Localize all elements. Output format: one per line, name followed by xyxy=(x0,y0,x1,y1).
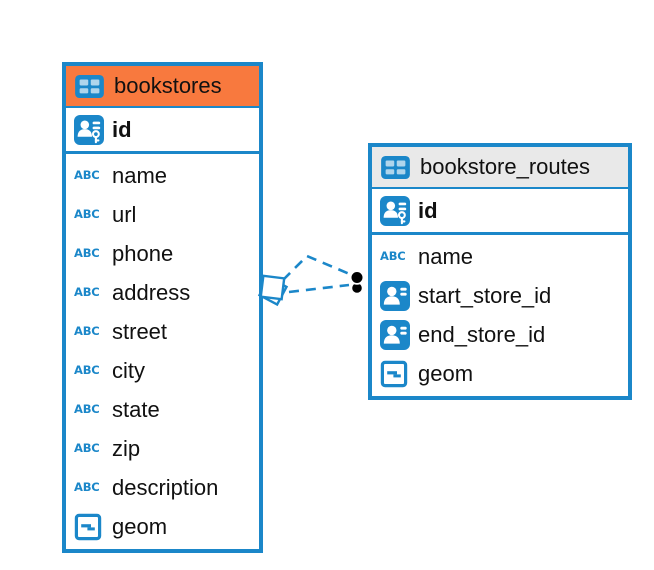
column-row-id[interactable]: id xyxy=(372,190,628,231)
text-type-icon: ABC xyxy=(74,284,100,299)
column-row-zip[interactable]: ABC zip xyxy=(66,429,259,468)
column-row-id[interactable]: id xyxy=(66,109,259,150)
column-row-state[interactable]: ABC state xyxy=(66,390,259,429)
geometry-type-icon xyxy=(380,360,410,388)
table-header-bookstore-routes[interactable]: bookstore_routes xyxy=(372,147,628,189)
table-icon xyxy=(75,74,105,98)
table-title: bookstores xyxy=(114,73,222,98)
relationship-line-upper[interactable] xyxy=(282,254,353,281)
table-bookstore-routes[interactable]: bookstore_routes id ABC name start_store_i… xyxy=(368,143,632,400)
target-handle-dot-upper xyxy=(349,270,365,285)
text-type-icon: ABC xyxy=(74,167,100,182)
text-type-icon: ABC xyxy=(74,440,100,455)
column-name-label: geom xyxy=(112,513,168,539)
text-type-icon: ABC xyxy=(74,362,100,377)
table-header-bookstores[interactable]: bookstores xyxy=(66,66,259,108)
text-type-icon: ABC xyxy=(74,323,100,338)
primary-key-icon xyxy=(74,114,104,145)
primary-key-section: id xyxy=(66,108,259,154)
foreign-key-icon xyxy=(380,280,410,311)
column-name-label: id xyxy=(112,116,132,142)
primary-key-icon xyxy=(380,195,410,226)
column-name-label: zip xyxy=(112,435,141,461)
column-row-phone[interactable]: ABC phone xyxy=(66,234,259,273)
column-name-label: state xyxy=(112,396,160,422)
column-name-label: url xyxy=(112,201,137,227)
column-name-label: phone xyxy=(112,240,174,266)
column-name-label: id xyxy=(418,197,438,223)
column-name-label: start_store_id xyxy=(418,282,552,308)
column-name-label: end_store_id xyxy=(418,321,546,347)
relationship-line-lower[interactable] xyxy=(288,283,350,294)
column-row-description[interactable]: ABC description xyxy=(66,468,259,507)
column-row-city[interactable]: ABC city xyxy=(66,351,259,390)
column-row-address[interactable]: ABC address xyxy=(66,273,259,312)
column-name-label: geom xyxy=(418,360,474,386)
target-handle-dot-lower xyxy=(350,281,364,295)
column-row-geom[interactable]: geom xyxy=(372,354,628,393)
text-type-icon: ABC xyxy=(74,479,100,494)
column-row-end_store_id[interactable]: end_store_id xyxy=(372,315,628,354)
column-row-url[interactable]: ABC url xyxy=(66,195,259,234)
table-icon xyxy=(381,155,411,179)
column-row-name[interactable]: ABC name xyxy=(66,156,259,195)
text-type-icon: ABC xyxy=(74,245,100,260)
text-type-icon: ABC xyxy=(74,206,100,221)
foreign-key-icon xyxy=(380,319,410,350)
relationship-source-handle[interactable] xyxy=(257,274,289,307)
column-name-label: city xyxy=(112,357,145,383)
column-name-label: street xyxy=(112,318,168,344)
relationship-target-handle[interactable] xyxy=(349,270,365,295)
column-name-label: name xyxy=(112,162,168,188)
column-row-geom[interactable]: geom xyxy=(66,507,259,546)
text-type-icon: ABC xyxy=(380,248,406,263)
source-handle-back-square xyxy=(257,275,289,307)
primary-key-section: id xyxy=(372,189,628,235)
column-row-start_store_id[interactable]: start_store_id xyxy=(372,276,628,315)
text-type-icon: ABC xyxy=(74,401,100,416)
column-name-label: address xyxy=(112,279,191,305)
source-handle-front-square xyxy=(259,274,286,301)
column-name-label: description xyxy=(112,474,219,500)
column-name-label: name xyxy=(418,243,474,269)
column-row-name[interactable]: ABC name xyxy=(372,237,628,276)
geometry-type-icon xyxy=(74,513,104,541)
relationship-lines[interactable] xyxy=(282,254,353,294)
column-row-street[interactable]: ABC street xyxy=(66,312,259,351)
table-title: bookstore_routes xyxy=(420,154,590,179)
